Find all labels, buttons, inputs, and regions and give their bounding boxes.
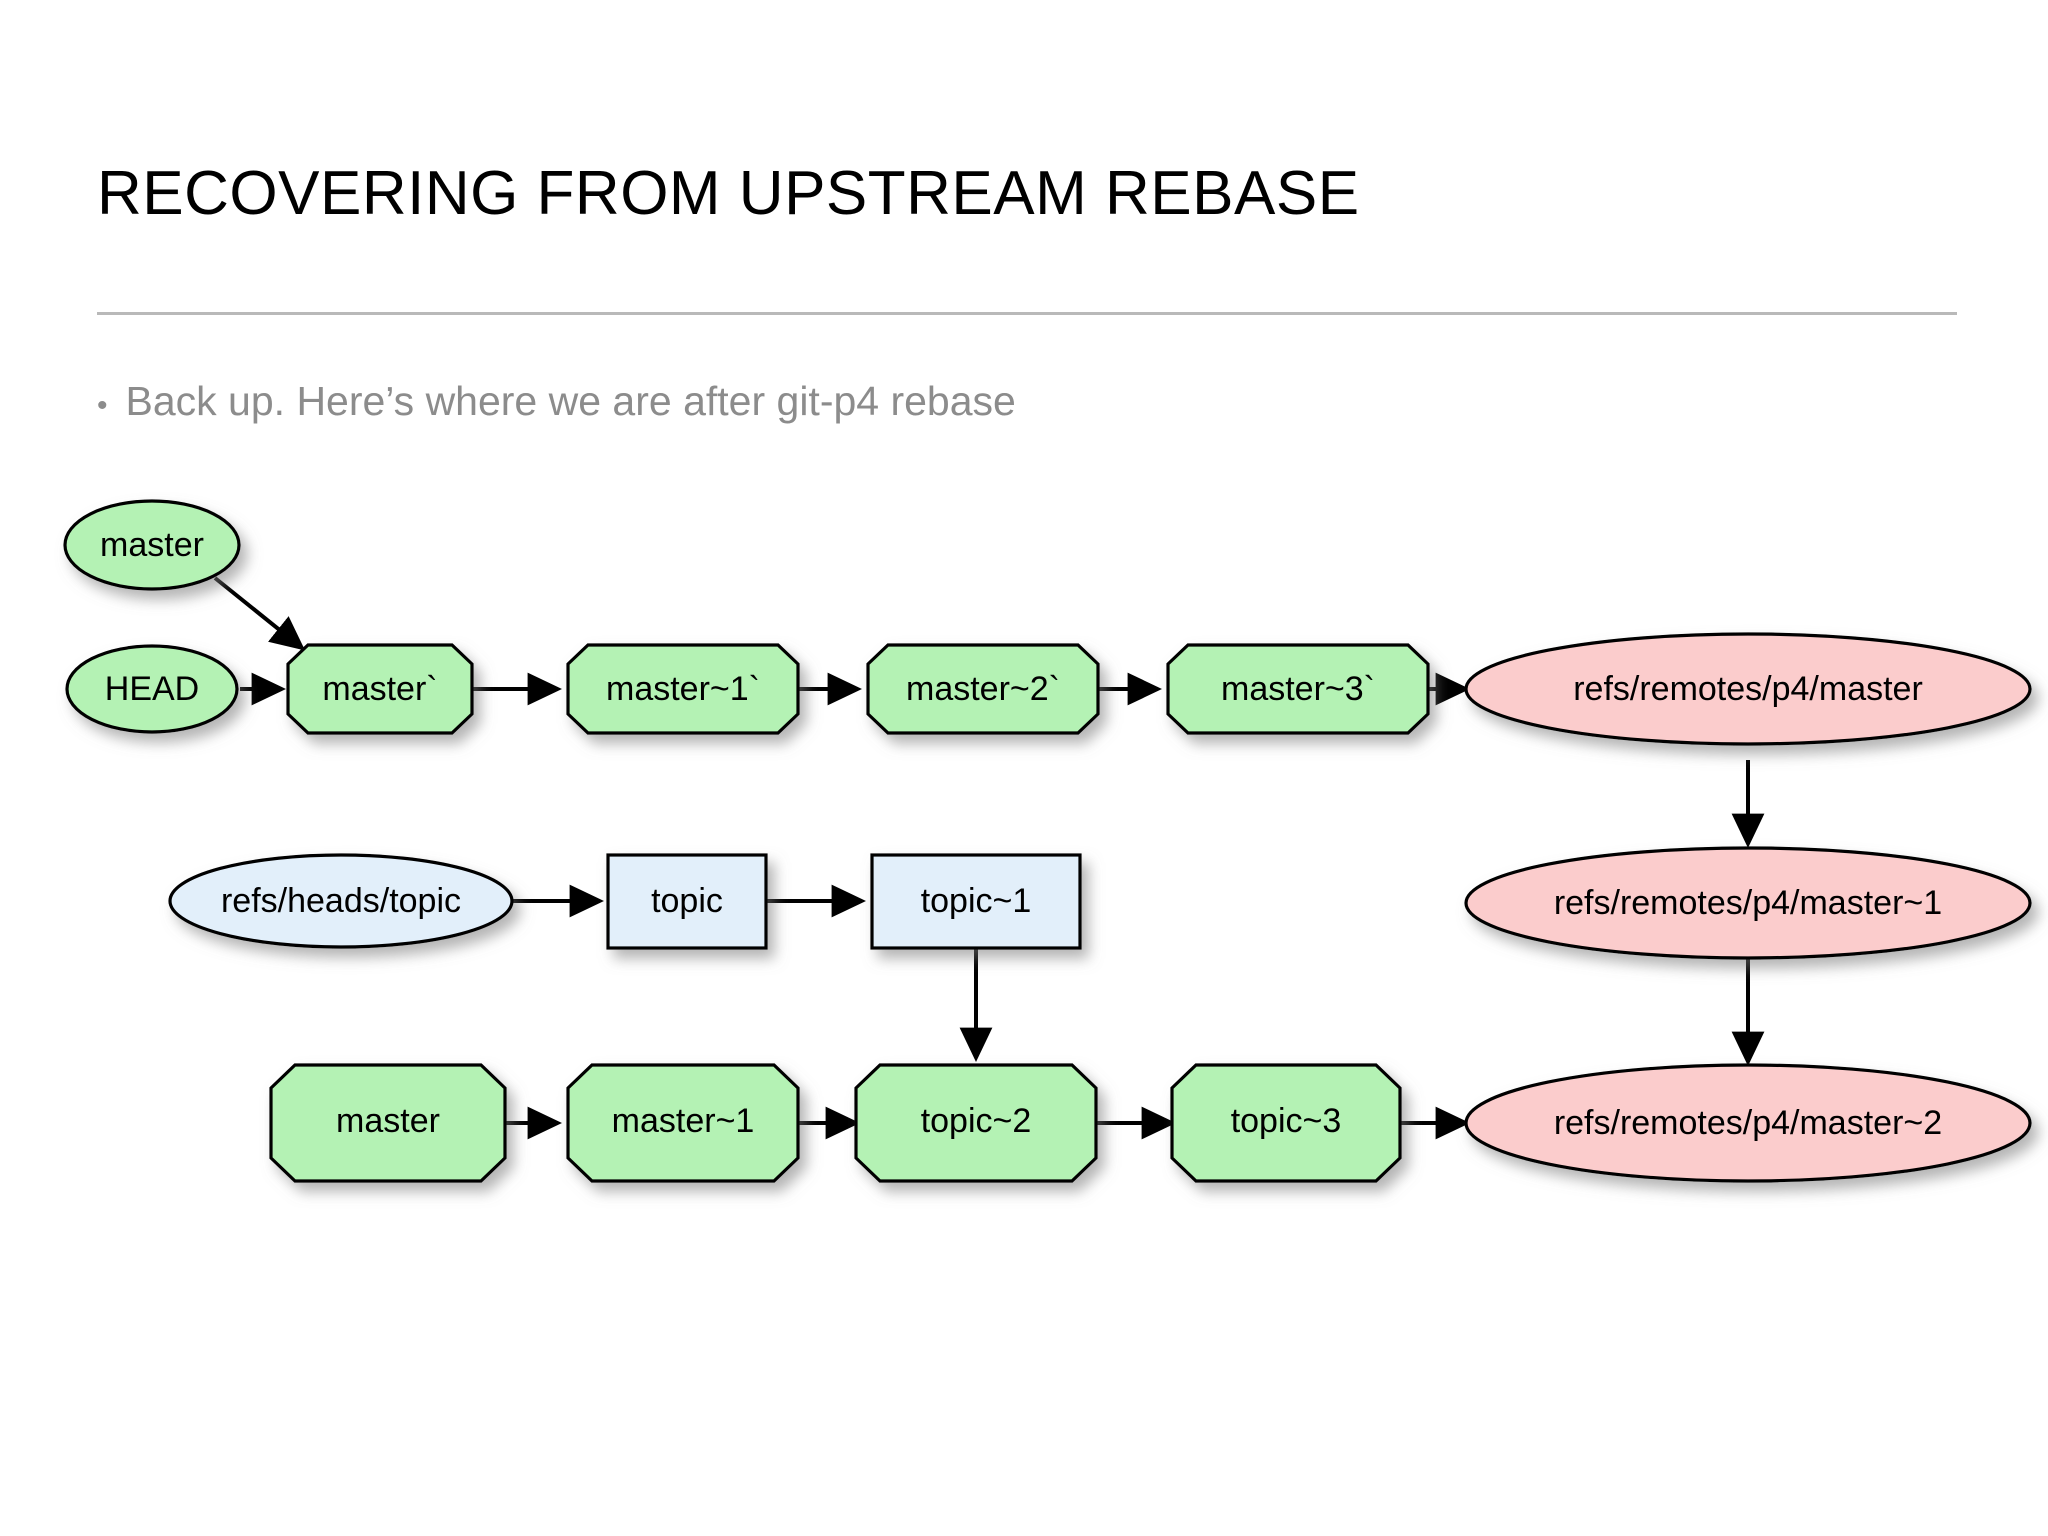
node-commit-master-1-prime[interactable]: master~1` [566,643,800,735]
node-commit-topic-2[interactable]: topic~2 [854,1063,1098,1183]
edge-ref-master-top-to-master-prime [213,576,306,651]
node-commit-topic-3[interactable]: topic~3 [1170,1063,1402,1183]
node-commit-master-2-prime[interactable]: master~2` [866,643,1100,735]
node-commit-master[interactable]: master [269,1063,507,1183]
node-ref-master-top[interactable]: master [63,499,241,591]
node-ref-heads-topic[interactable]: refs/heads/topic [168,853,514,949]
node-ref-head[interactable]: HEAD [65,644,239,734]
bullet-marker-icon: • [97,389,108,422]
node-commit-master-1[interactable]: master~1 [566,1063,800,1183]
page-title: RECOVERING FROM UPSTREAM REBASE [97,159,1360,228]
node-ref-p4-master-2[interactable]: refs/remotes/p4/master~2 [1464,1063,2032,1183]
edge-group [213,576,1765,1140]
node-commit-topic-1[interactable]: topic~1 [870,853,1082,950]
bullet-text: Back up. Here’s where we are after git-p… [125,378,1016,424]
node-ref-p4-master[interactable]: refs/remotes/p4/master [1464,632,2032,746]
title-divider [97,312,1957,315]
node-commit-topic[interactable]: topic [606,853,768,950]
node-ref-p4-master-1[interactable]: refs/remotes/p4/master~1 [1464,846,2032,960]
node-commit-master-prime[interactable]: master` [286,643,474,735]
node-commit-master-3-prime[interactable]: master~3` [1166,643,1430,735]
bullet-item: • Back up. Here’s where we are after git… [97,378,1016,425]
